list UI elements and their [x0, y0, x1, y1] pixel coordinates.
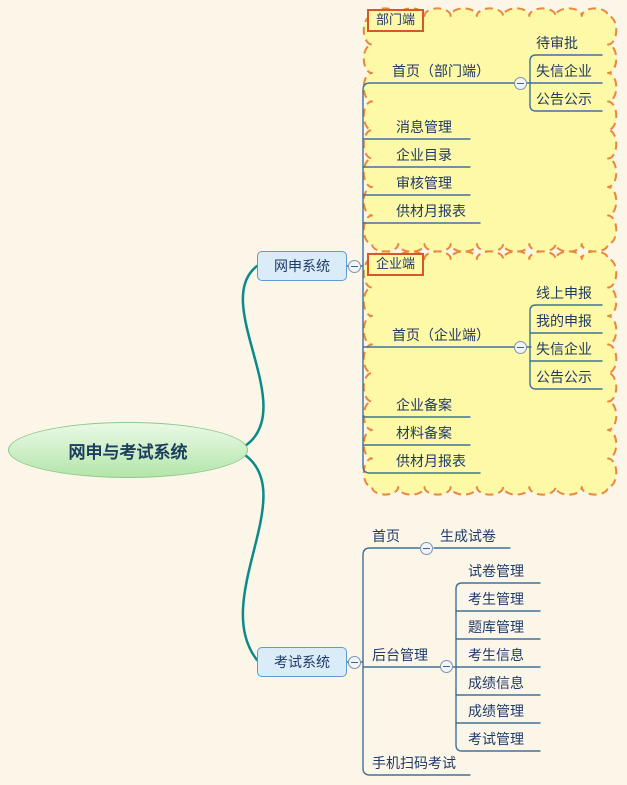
collapse-icon[interactable]	[420, 542, 433, 555]
topic-monthly-supply-report-dept[interactable]: 供材月报表	[396, 204, 466, 220]
topic-candidate-info[interactable]: 考生信息	[468, 648, 524, 664]
topic-score-management[interactable]: 成绩管理	[468, 704, 524, 720]
topic-paper-management[interactable]: 试卷管理	[468, 564, 524, 580]
topic-announcements-ent[interactable]: 公告公示	[536, 370, 592, 386]
curve-root-to-kaoshi	[241, 453, 265, 662]
collapse-icon[interactable]	[348, 656, 361, 669]
collapse-icon[interactable]	[348, 260, 361, 273]
collapse-icon[interactable]	[514, 77, 527, 90]
topic-mobile-qr-exam[interactable]: 手机扫码考试	[372, 756, 456, 772]
root-topic[interactable]: 网申与考试系统	[8, 422, 248, 478]
topic-kaoshi-system[interactable]: 考试系统	[257, 647, 347, 677]
topic-home-enterprise[interactable]: 首页（企业端）	[392, 328, 490, 344]
boundary-label-enterprise[interactable]: 企业端	[367, 253, 425, 276]
topic-material-filing[interactable]: 材料备案	[396, 426, 452, 442]
topic-candidate-management[interactable]: 考生管理	[468, 592, 524, 608]
topic-enterprise-directory[interactable]: 企业目录	[396, 148, 452, 164]
curve-root-to-wangshen	[241, 264, 265, 448]
topic-dishonest-enterprises-ent[interactable]: 失信企业	[536, 342, 592, 358]
topic-home-department[interactable]: 首页（部门端）	[392, 64, 490, 80]
topic-score-info[interactable]: 成绩信息	[468, 676, 524, 692]
collapse-icon[interactable]	[514, 341, 527, 354]
boundary-cloud-department[interactable]	[362, 7, 618, 253]
topic-enterprise-filing[interactable]: 企业备案	[396, 398, 452, 414]
topic-pending-approval[interactable]: 待审批	[536, 36, 578, 52]
topic-online-application[interactable]: 线上申报	[536, 286, 592, 302]
topic-exam-home[interactable]: 首页	[372, 529, 400, 545]
boundary-cloud-enterprise[interactable]	[362, 250, 618, 496]
topic-admin-management[interactable]: 后台管理	[372, 648, 428, 664]
root-branch-curves	[241, 264, 265, 662]
topic-exam-management[interactable]: 考试管理	[468, 732, 524, 748]
topic-generate-paper[interactable]: 生成试卷	[440, 529, 496, 545]
collapse-icon[interactable]	[440, 660, 453, 673]
boundary-label-department[interactable]: 部门端	[367, 9, 425, 32]
topic-wangshen-system[interactable]: 网申系统	[257, 251, 347, 281]
branch-lines-wangshen	[346, 54, 603, 474]
topic-question-bank-management[interactable]: 题库管理	[468, 620, 524, 636]
topic-announcements[interactable]: 公告公示	[536, 92, 592, 108]
topic-dishonest-enterprises[interactable]: 失信企业	[536, 64, 592, 80]
topic-message-management[interactable]: 消息管理	[396, 120, 452, 136]
topic-monthly-supply-report-ent[interactable]: 供材月报表	[396, 454, 466, 470]
topic-review-management[interactable]: 审核管理	[396, 176, 452, 192]
topic-my-applications[interactable]: 我的申报	[536, 314, 592, 330]
